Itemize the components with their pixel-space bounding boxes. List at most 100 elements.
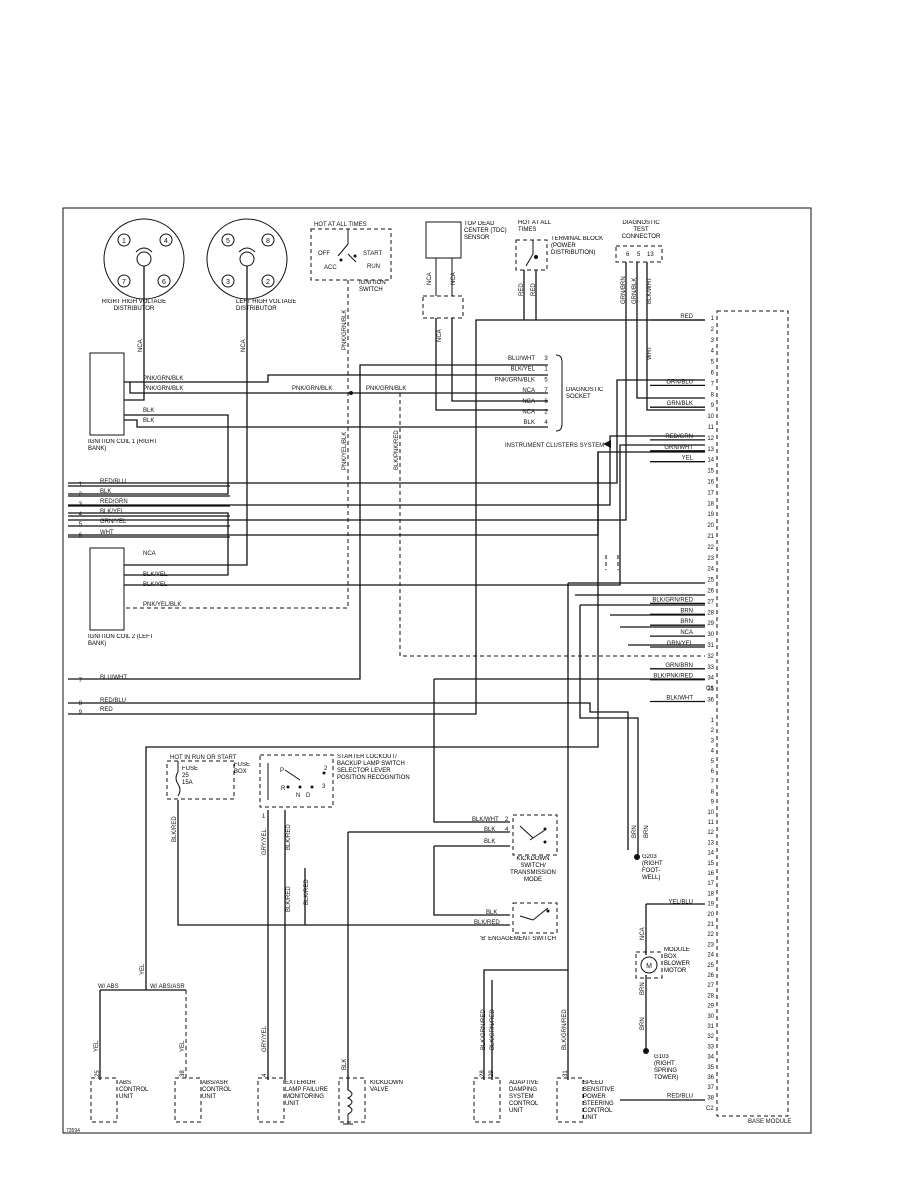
c1-pin-number: 3 — [711, 338, 715, 344]
rh-dist-pin: 1 — [122, 238, 126, 245]
c1-wire-label: GRN/BLK — [667, 401, 693, 407]
c2-label: C2 — [706, 1106, 714, 1112]
c1-label: C1 — [706, 686, 714, 692]
left-pin-number: 5 — [79, 522, 83, 528]
kd-wire: BLK — [484, 839, 495, 845]
c1-pin-number: 11 — [708, 425, 715, 431]
fuse-box: HOT IN RUN OR START FUSE 25 15A FUSE BOX — [166, 755, 250, 800]
socket-wire-label: NCA — [522, 410, 535, 416]
left-wire-label: WHT — [100, 530, 114, 536]
v-label: BRN — [644, 825, 650, 838]
abs-asr-label: ABS/ASR CONTROL UNIT — [202, 1080, 232, 1100]
c1-wire-label: RED — [680, 314, 693, 320]
c2-pin-number: 1 — [711, 718, 715, 724]
left-wire-label: BLK/YEL — [100, 509, 125, 515]
left-wire-label: RED/BLU — [100, 479, 126, 485]
c2-pin-number: 22 — [707, 932, 714, 938]
v-label: BLK/GRN/RED — [562, 1009, 568, 1050]
v-label: BLK/RED — [304, 879, 310, 905]
socket-wire-label: BLU/WHT — [508, 356, 535, 362]
c2-pin-number: 7 — [711, 779, 715, 785]
diag-socket-label: DIAGNOSTIC SOCKET — [566, 387, 604, 400]
c2-pin-number: 26 — [707, 973, 714, 979]
c1-pin-number: 28 — [707, 610, 714, 616]
v-label: GRN/BRN — [621, 276, 627, 304]
c1-pin-number: 25 — [707, 578, 714, 584]
kickdown-valve: KICKDOWN VALVE — [338, 1077, 403, 1125]
ign-hot-label: HOT AT ALL TIMES — [314, 222, 367, 228]
starter-lockout-switch: P R N D 2 3 1 STARTER LOCKOUT/ BACKUP LA… — [259, 754, 410, 820]
c1-pin-number: 1 — [711, 316, 715, 322]
dtc-pin: 6 — [626, 252, 630, 258]
lamp-pin: 4 — [262, 1073, 268, 1077]
rh-distributor: 1 4 7 6 RIGHT HIGH VOLTAGE DISTRIBUTOR — [102, 218, 185, 312]
c1-wire-label: BLK/WHT — [666, 696, 693, 702]
sw-pin: R — [281, 786, 286, 792]
tb-label: TERMINAL BLOCK (POWER DISTRIBUTION) — [551, 236, 604, 256]
v-label: GRN/BLK — [632, 278, 638, 304]
ign-off: OFF — [318, 251, 330, 257]
b-engagement-label: 'B' ENGAGEMENT SWITCH — [480, 936, 556, 942]
lh-dist-pin: 2 — [266, 279, 270, 286]
c1-pin-number: 27 — [707, 599, 714, 605]
left-pin-number: 6 — [79, 533, 83, 539]
wires — [68, 262, 705, 1101]
c1-pin-number: 14 — [707, 458, 714, 464]
c2-pin-number: 25 — [707, 963, 714, 969]
tdc-sensor: TOP DEAD CENTER (TDC) SENSOR — [422, 221, 507, 319]
b-wire: BLK/RED — [474, 920, 500, 926]
c1-pin-number: 5 — [711, 360, 715, 366]
socket-pin-number: 2 — [544, 410, 548, 416]
ign-name: IGNITION SWITCH — [359, 280, 386, 293]
c1-pin-number: 9 — [711, 403, 715, 409]
lamp-label: EXTERIOR LAMP FAILURE MONITORING UNIT — [285, 1080, 328, 1107]
sw-pin: 3 — [322, 784, 326, 790]
v-label: YEL — [140, 963, 146, 975]
terminal-block: HOT AT ALL TIMES TERMINAL BLOCK (POWER D… — [515, 220, 604, 271]
coil2-wire-label: NCA — [143, 551, 156, 557]
v-label: NCA — [241, 339, 247, 352]
v-label: NCA — [437, 329, 443, 342]
socket-wire-label: BLK/YEL — [511, 367, 536, 373]
abs-asr-control-unit: 38 ABS/ASR CONTROL UNIT — [174, 1070, 232, 1123]
c2-pin-number: 34 — [707, 1055, 714, 1061]
base-module: BASE MODULE C1 C2 — [706, 310, 791, 1125]
c1-pin-number: 24 — [707, 567, 714, 573]
coil2-wire-label: PNK/YEL/BLK — [143, 602, 181, 608]
left-wire-label: RED/BLU — [100, 698, 126, 704]
c1-pin-number: 2 — [711, 327, 715, 333]
lh-dist-pin: 3 — [226, 279, 230, 286]
left-wire-label: BLK — [100, 489, 111, 495]
socket-pin-number: 5 — [544, 377, 548, 383]
diagram-frame — [62, 207, 812, 1134]
v-label: BRN — [632, 825, 638, 838]
steer-pin: 31 — [563, 1070, 569, 1077]
rh-dist-pin: 6 — [162, 279, 166, 286]
c1-pin-number: 32 — [707, 654, 714, 660]
c1-pin-number: 33 — [707, 665, 714, 671]
ignition-coil-1: IGNITION COIL 1 (RIGHT BANK) — [88, 352, 157, 452]
v-label: NCA — [427, 272, 433, 285]
mid-wire-label: PNK/GRN/BLK — [292, 386, 332, 392]
c2-pin-number: 20 — [707, 912, 714, 918]
figure-id: 73594 — [66, 1128, 80, 1134]
instrument-clusters-label: INSTRUMENT CLUSTERS SYSTEM — [505, 443, 604, 449]
v-label: PNK/GRN/BLK — [342, 310, 348, 350]
mid-wire-label: PNK/GRN/BLK — [366, 386, 406, 392]
c2-pin-number: 16 — [707, 871, 714, 877]
v-label: RED — [519, 283, 525, 296]
socket-wire-label: BLK — [524, 420, 535, 426]
c1-pin-number: 29 — [707, 621, 714, 627]
c2-pin-number: 2 — [711, 728, 715, 734]
lamp-failure-monitor: 4 EXTERIOR LAMP FAILURE MONITORING UNIT — [257, 1073, 328, 1123]
v-label: BLK/PNK/RED — [394, 430, 400, 470]
c2-pin-number: 3 — [711, 738, 715, 744]
c2-pin-number: 31 — [707, 1024, 714, 1030]
socket-pin-number: 7 — [544, 388, 548, 394]
c2-pin-number: 30 — [707, 1014, 714, 1020]
dtc-label: DIAGNOSTIC TEST CONNECTOR — [621, 220, 661, 240]
left-pin-number: 2 — [79, 492, 83, 498]
sw-pin: D — [306, 793, 311, 799]
abs-label: ABS CONTROL UNIT — [119, 1080, 149, 1100]
